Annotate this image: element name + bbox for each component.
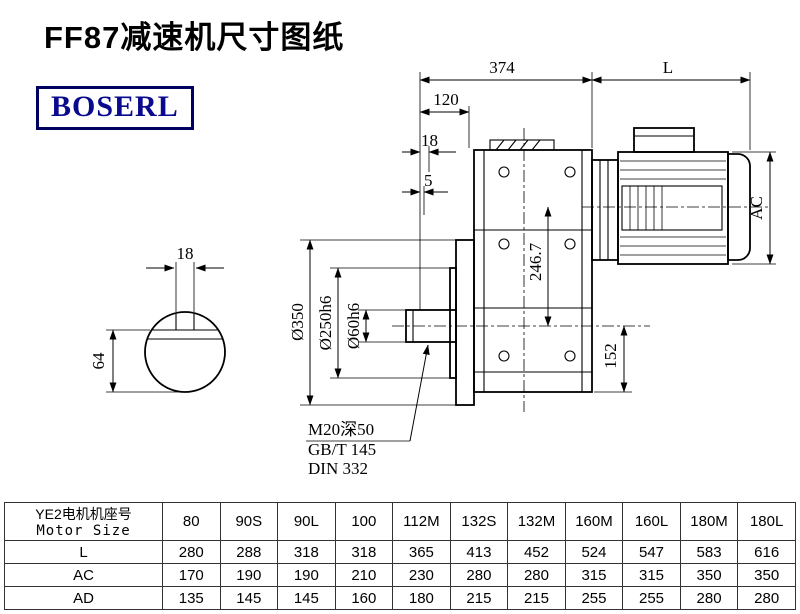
value-cell: 524 [564, 540, 624, 564]
table-row-AD: AD 135 145 145 160 180 215 215 255 255 2… [4, 586, 796, 610]
value-cell: 190 [277, 563, 336, 587]
gearbox-side-view [392, 128, 770, 412]
dim-key-width: 18 [177, 244, 194, 263]
value-cell: 315 [622, 563, 681, 587]
tapped-hole-note: M20深50 GB/T 145 DIN 332 [306, 344, 430, 478]
bolt-hole [564, 166, 576, 178]
value-cell: 547 [622, 540, 681, 564]
dim-AC: AC [747, 196, 766, 220]
size-header-cell: 132M [507, 502, 566, 541]
table-header-row: YE2电机机座号 Motor Size 80 90S 90L 100 112M … [4, 502, 796, 541]
value-cell: 350 [679, 563, 739, 587]
dim-flange-od: Ø350 [288, 303, 307, 341]
size-header-cell: 180L [737, 502, 796, 541]
value-cell: 160 [334, 586, 394, 610]
value-cell: 583 [679, 540, 739, 564]
dimension-table: YE2电机机座号 Motor Size 80 90S 90L 100 112M … [4, 502, 796, 610]
value-cell: 255 [622, 586, 681, 610]
flange [455, 239, 475, 406]
size-header-cell: 112M [392, 502, 451, 541]
value-cell: 365 [392, 540, 451, 564]
motor-side-view [591, 127, 751, 265]
bolt-hole [498, 350, 510, 362]
value-cell: 255 [564, 586, 624, 610]
size-header-cell: 90L [277, 502, 336, 541]
bolt-hole [564, 350, 576, 362]
value-cell: 145 [219, 586, 279, 610]
value-cell: 318 [334, 540, 394, 564]
terminal-box [633, 127, 695, 153]
size-header-cell: 90S [219, 502, 279, 541]
note-din: DIN 332 [308, 459, 368, 478]
value-cell: 280 [162, 540, 221, 564]
dim-18: 18 [421, 131, 438, 150]
value-cell: 413 [449, 540, 509, 564]
value-cell: 145 [277, 586, 336, 610]
bolt-hole [498, 238, 510, 250]
value-cell: 280 [507, 563, 566, 587]
value-cell: 230 [392, 563, 451, 587]
dim-5: 5 [424, 171, 433, 190]
row-label: L [4, 540, 163, 564]
motor-adapter [591, 159, 619, 261]
shaft-section-view: 18 64 [89, 244, 226, 393]
value-cell: 280 [679, 586, 739, 610]
value-cell: 350 [737, 563, 796, 587]
size-header-cell: 160M [564, 502, 624, 541]
note-m20: M20深50 [308, 420, 374, 439]
size-header-cell: 180M [679, 502, 739, 541]
dim-L: L [663, 58, 673, 77]
brand-logo: BOSERL [36, 86, 194, 130]
size-header-cell: 132S [449, 502, 509, 541]
table-row-AC: AC 170 190 190 210 230 280 280 315 315 3… [4, 563, 796, 587]
value-cell: 190 [219, 563, 279, 587]
dim-120: 120 [433, 90, 459, 109]
dim-152: 152 [601, 343, 620, 369]
value-cell: 215 [449, 586, 509, 610]
value-cell: 318 [277, 540, 336, 564]
row-label: AC [4, 563, 163, 587]
technical-drawing: 18 64 [89, 58, 776, 478]
value-cell: 616 [737, 540, 796, 564]
bolt-hole [498, 166, 510, 178]
note-gbt: GB/T 145 [308, 440, 376, 459]
value-cell: 180 [392, 586, 451, 610]
table-row-L: L 280 288 318 318 365 413 452 524 547 58… [4, 540, 796, 564]
value-cell: 170 [162, 563, 221, 587]
value-cell: 210 [334, 563, 394, 587]
dim-246-7: 246.7 [526, 242, 545, 281]
size-header-cell: 80 [162, 502, 221, 541]
motor-size-header-cn: YE2电机机座号 [35, 505, 132, 522]
value-cell: 280 [737, 586, 796, 610]
value-cell: 135 [162, 586, 221, 610]
dimension-table-wrap: YE2电机机座号 Motor Size 80 90S 90L 100 112M … [4, 502, 796, 610]
value-cell: 215 [507, 586, 566, 610]
size-header-cell: 160L [622, 502, 681, 541]
bolt-hole [564, 238, 576, 250]
row-label: AD [4, 586, 163, 610]
value-cell: 315 [564, 563, 624, 587]
motor-body [617, 151, 729, 265]
value-cell: 288 [219, 540, 279, 564]
dimensions: 374 L 120 18 5 AC 246.7 152 Ø350 Ø250h6 [288, 58, 776, 406]
value-cell: 452 [507, 540, 566, 564]
motor-size-header-en: Motor Size [36, 522, 131, 539]
dim-key-height: 64 [89, 352, 108, 370]
motor-size-header: YE2电机机座号 Motor Size [4, 502, 163, 541]
size-header-cell: 100 [334, 502, 394, 541]
dim-spigot: Ø250h6 [316, 296, 335, 351]
fan-cowl [727, 153, 751, 261]
dim-shaft: Ø60h6 [344, 303, 363, 349]
page-title: FF87减速机尺寸图纸 [44, 20, 345, 55]
dim-374: 374 [489, 58, 515, 77]
value-cell: 280 [449, 563, 509, 587]
